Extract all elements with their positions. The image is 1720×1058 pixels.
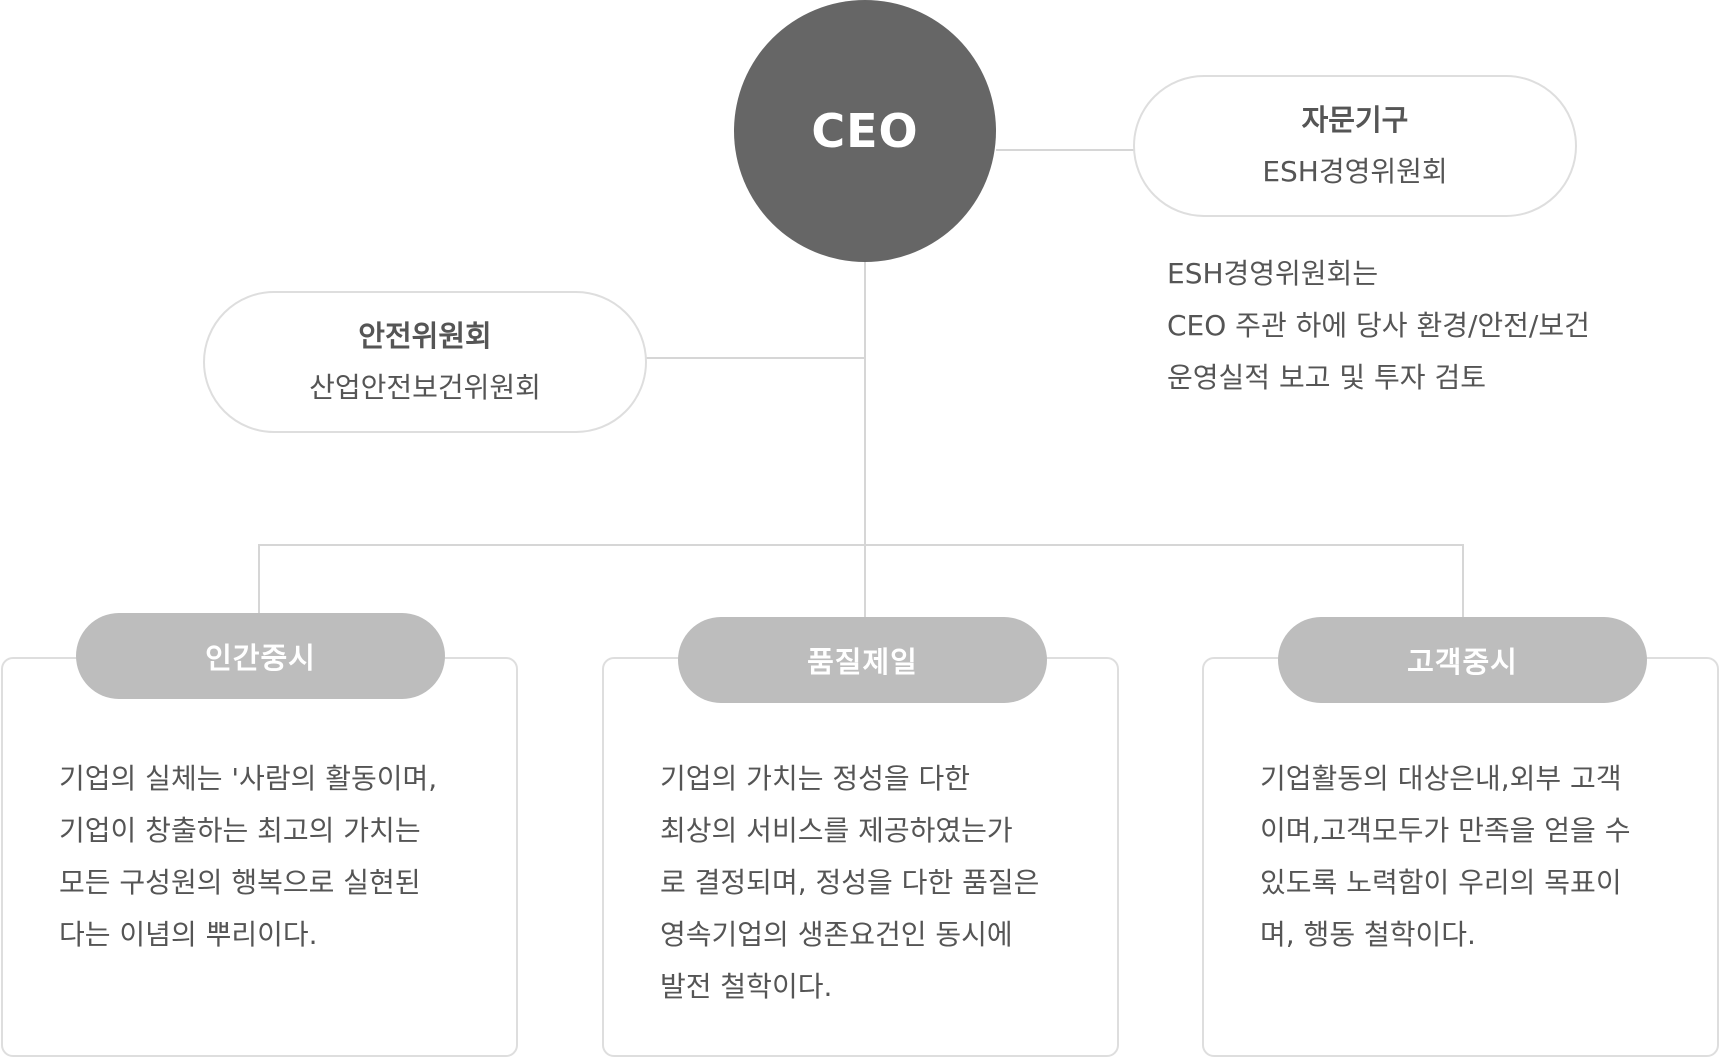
- advisory-title: 자문기구: [1301, 103, 1409, 137]
- value-text-line: 로 결정되며, 정성을 다한 품질은: [660, 866, 1040, 899]
- value-text-line: 기업활동의 대상은내,외부 고객: [1260, 762, 1622, 795]
- safety-node: 안전위원회 산업안전보건위원회: [203, 291, 647, 433]
- advisory-connector-line: [996, 149, 1134, 151]
- value-text-line: 기업의 가치는 정성을 다한: [660, 762, 971, 795]
- value-card-customer: 기업활동의 대상은내,외부 고객 이며,고객모두가 만족을 얻을 수 있도록 노…: [1202, 657, 1719, 1057]
- value-3-drop-line: [1462, 544, 1464, 619]
- values-horizontal-line: [258, 544, 1464, 546]
- value-card-text: 기업활동의 대상은내,외부 고객 이며,고객모두가 만족을 얻을 수 있도록 노…: [1260, 753, 1707, 961]
- value-text-line: 기업이 창출하는 최고의 가치는: [59, 814, 421, 847]
- safety-title: 안전위원회: [358, 319, 492, 353]
- value-text-line: 영속기업의 생존요건인 동시에: [660, 918, 1013, 951]
- value-text-line: 모든 구성원의 행복으로 실현된: [59, 866, 421, 899]
- ceo-trunk-line: [864, 262, 866, 617]
- ceo-label: CEO: [811, 104, 919, 158]
- value-tag-human: 인간중시: [76, 613, 445, 699]
- value-tag-quality: 품질제일: [678, 617, 1047, 703]
- value-text-line: 최상의 서비스를 제공하였는가: [660, 814, 1013, 847]
- value-text-line: 발전 철학이다.: [660, 970, 833, 1003]
- value-text-line: 다는 이념의 뿌리이다.: [59, 918, 318, 951]
- value-text-line: 이며,고객모두가 만족을 얻을 수: [1260, 814, 1631, 847]
- value-card-human: 기업의 실체는 '사람의 활동이며, 기업이 창출하는 최고의 가치는 모든 구…: [1, 657, 518, 1057]
- value-card-text: 기업의 실체는 '사람의 활동이며, 기업이 창출하는 최고의 가치는 모든 구…: [59, 753, 506, 961]
- advisory-description-line: 운영실적 보고 및 투자 검토: [1167, 361, 1486, 394]
- advisory-description-line: ESH경영위원회는: [1167, 257, 1379, 290]
- advisory-description: ESH경영위원회는 CEO 주관 하에 당사 환경/안전/보건 운영실적 보고 …: [1167, 248, 1707, 404]
- safety-subtitle: 산업안전보건위원회: [309, 371, 541, 404]
- advisory-description-line: CEO 주관 하에 당사 환경/안전/보건: [1167, 309, 1590, 342]
- advisory-node: 자문기구 ESH경영위원회: [1133, 75, 1577, 217]
- safety-connector-line: [646, 357, 865, 359]
- value-card-text: 기업의 가치는 정성을 다한 최상의 서비스를 제공하였는가 로 결정되며, 정…: [660, 753, 1107, 1013]
- value-1-drop-line: [258, 544, 260, 614]
- advisory-subtitle: ESH경영위원회: [1262, 155, 1448, 188]
- ceo-node: CEO: [734, 0, 996, 262]
- value-tag-customer: 고객중시: [1278, 617, 1647, 703]
- value-text-line: 있도록 노력함이 우리의 목표이: [1260, 866, 1622, 899]
- value-card-quality: 기업의 가치는 정성을 다한 최상의 서비스를 제공하였는가 로 결정되며, 정…: [602, 657, 1119, 1057]
- value-text-line: 기업의 실체는 '사람의 활동이며,: [59, 762, 438, 795]
- value-text-line: 며, 행동 철학이다.: [1260, 918, 1476, 951]
